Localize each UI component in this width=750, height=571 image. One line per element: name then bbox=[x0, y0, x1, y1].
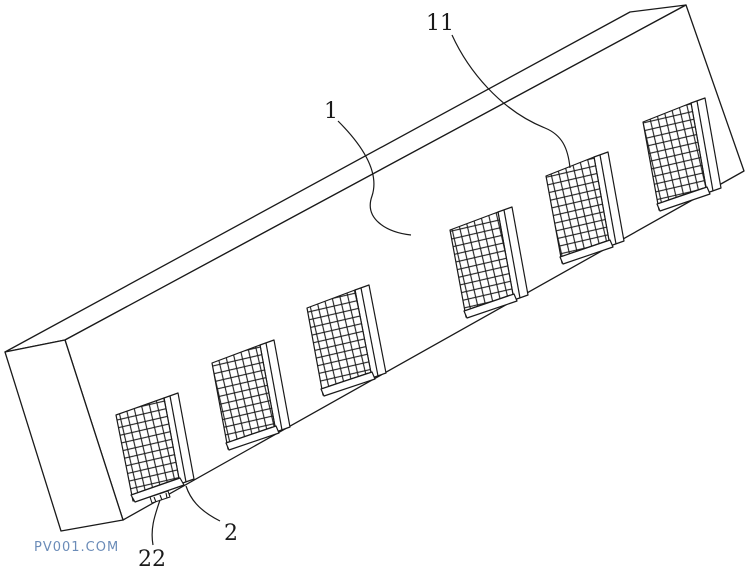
block-end-face bbox=[4, 339, 124, 532]
label-main-body: 1 bbox=[324, 99, 338, 124]
clip-part-22 bbox=[149, 490, 171, 504]
leader-lines bbox=[151, 34, 571, 546]
label-bottom-part: 22 bbox=[138, 547, 166, 571]
main-block bbox=[4, 4, 745, 532]
mesh-window-6 bbox=[642, 97, 722, 212]
label-mesh-panel: 11 bbox=[426, 11, 454, 36]
mesh-windows bbox=[115, 97, 722, 504]
mesh-window-1 bbox=[115, 392, 195, 503]
leader-line-11 bbox=[451, 34, 571, 169]
mesh-window-2 bbox=[211, 339, 291, 451]
watermark: PV001.COM bbox=[34, 540, 119, 555]
mesh-window-4 bbox=[449, 206, 529, 319]
leader-line-2 bbox=[185, 485, 221, 522]
label-side-part: 2 bbox=[224, 521, 238, 546]
leader-line-1 bbox=[337, 120, 412, 236]
leader-line-22 bbox=[151, 499, 161, 546]
mesh-window-3 bbox=[306, 284, 387, 397]
mesh-window-5 bbox=[545, 151, 625, 265]
